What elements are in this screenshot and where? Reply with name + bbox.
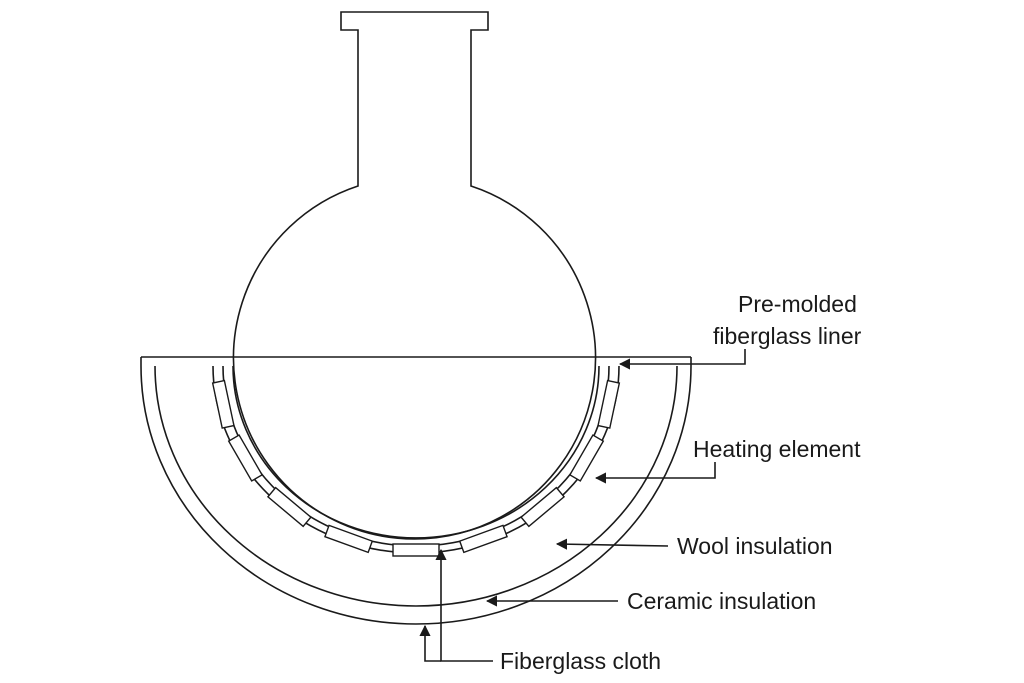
- cloth-leader-1: [435, 548, 493, 662]
- heating-element-block: [458, 524, 508, 554]
- cloth-leader-2: [419, 624, 441, 662]
- heating-element-block: [324, 524, 374, 554]
- label-liner-line2: fiberglass liner: [713, 323, 862, 349]
- labels: Pre-molded fiberglass liner Heating elem…: [500, 291, 862, 674]
- label-heating-element: Heating element: [693, 436, 861, 462]
- heating-leader: [594, 462, 716, 484]
- flask-body: [232, 11, 597, 540]
- heating-element-block: [392, 543, 440, 557]
- fiberglass-liner-outer: [222, 365, 610, 547]
- label-fiberglass-cloth: Fiberglass cloth: [500, 648, 661, 674]
- label-liner-line1: Pre-molded: [738, 291, 857, 317]
- label-wool-insulation: Wool insulation: [677, 533, 833, 559]
- heating-element-block: [266, 486, 312, 528]
- fiberglass-cloth-outer: [140, 365, 692, 625]
- heating-element-block: [568, 434, 605, 482]
- heating-element-blocks: [211, 379, 621, 557]
- leader-lines: [419, 349, 746, 662]
- ceramic-insulation-inner: [154, 365, 678, 607]
- liner-leader: [618, 349, 746, 370]
- heating-element-block: [597, 379, 621, 429]
- heating-element-block: [211, 379, 235, 429]
- heating-element-block: [227, 434, 264, 482]
- round-bottom-flask: [232, 11, 597, 540]
- label-ceramic-insulation: Ceramic insulation: [627, 588, 816, 614]
- fiberglass-liner-inner: [232, 365, 600, 539]
- heating-element-block: [520, 486, 566, 528]
- wool-leader: [555, 538, 669, 550]
- wool-insulation-inner: [212, 365, 620, 554]
